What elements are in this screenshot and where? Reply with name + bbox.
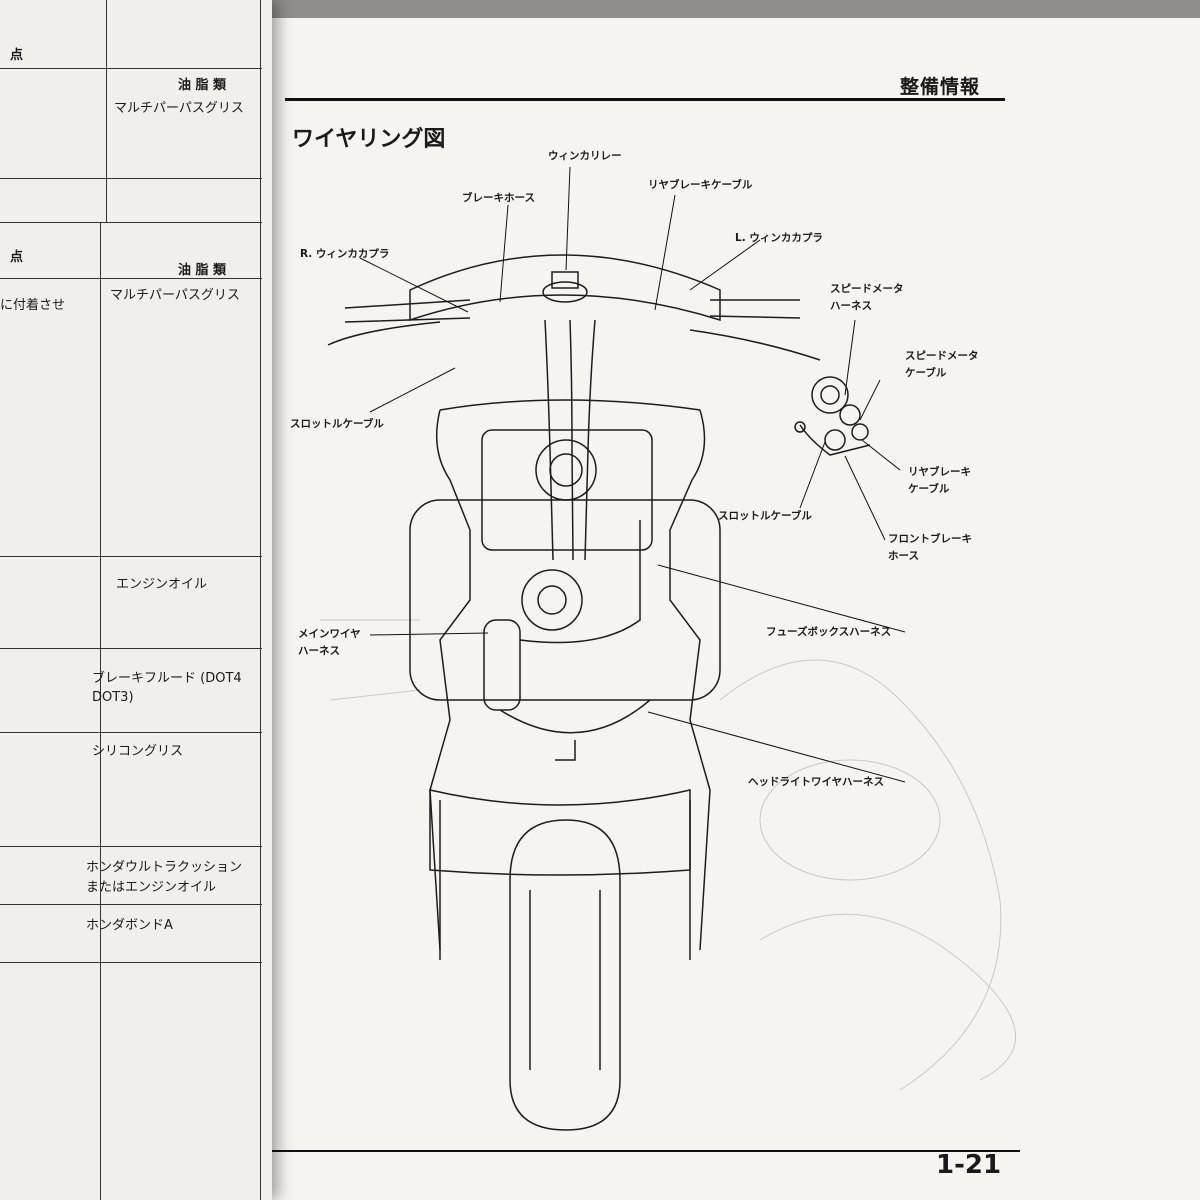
table-rule — [0, 962, 262, 963]
table-rule — [0, 278, 262, 279]
table-header-point: 点 — [10, 250, 24, 265]
table-rule — [0, 846, 262, 847]
table-cell: ホンダボンドA — [86, 918, 173, 933]
label-speedometer-harness-line1: スピードメータ — [830, 283, 904, 295]
lubricant-table: 点 油 脂 類 マルチパーパスグリス 点 油 脂 類 に付着させ マルチパーパス… — [0, 0, 268, 1200]
label-speedometer-cable-line2: ケーブル — [905, 367, 947, 379]
label-speedometer-cable-line1: スピードメータ — [905, 350, 979, 362]
label-fuse-box-harness: フューズボックスハーネス — [766, 626, 892, 638]
label-l-winker-coupler: L. ウィンカカプラ — [735, 232, 823, 244]
label-brake-hose: ブレーキホース — [462, 192, 535, 204]
section-title: 整備情報 — [900, 76, 981, 98]
label-headlight-wire-harness: ヘッドライトワイヤハーネス — [748, 776, 884, 788]
table-cell: ブレーキフルード (DOT4 — [92, 671, 242, 686]
page-number: 1-21 — [936, 1150, 1002, 1180]
left-page: 点 油 脂 類 マルチパーパスグリス 点 油 脂 類 に付着させ マルチパーパス… — [0, 0, 272, 1200]
label-speedometer-cable: スピードメータ ケーブル — [905, 348, 979, 382]
label-rear-brake-cable-right-line1: リヤブレーキ — [908, 466, 971, 478]
right-page — [262, 18, 1200, 1200]
table-rule — [0, 904, 262, 905]
label-speedometer-harness-line2: ハーネス — [830, 300, 872, 312]
scooter-drawing — [327, 254, 871, 1131]
leader-lines — [359, 166, 906, 783]
table-rule — [0, 178, 262, 179]
table-cell: に付着させ — [0, 298, 66, 313]
label-main-wire-harness-line2: ハーネス — [298, 645, 340, 657]
table-rule — [0, 648, 262, 649]
label-main-wire-harness-line1: メインワイヤ — [298, 628, 361, 640]
label-speedometer-harness: スピードメータ ハーネス — [830, 281, 904, 315]
label-winker-relay: ウィンカリレー — [548, 150, 622, 162]
bottom-rule — [258, 1150, 1020, 1152]
label-throttle-cable-right: スロットルケーブル — [718, 510, 812, 522]
page-title: ワイヤリング図 — [292, 127, 446, 152]
table-vline-bottom — [100, 222, 101, 1200]
label-r-winker-coupler: R. ウィンカカプラ — [300, 248, 390, 260]
label-throttle-cable-left: スロットルケーブル — [290, 418, 384, 430]
bleed-through — [320, 619, 1017, 1091]
table-cell: ホンダウルトラクッション — [86, 860, 243, 875]
table-header-lubricant: 油 脂 類 — [178, 263, 227, 278]
table-rule — [0, 732, 262, 733]
table-cell: DOT3) — [92, 690, 134, 705]
table-cell: マルチパーパスグリス — [110, 288, 240, 303]
table-vline-top — [106, 0, 107, 222]
label-front-brake-hose-line1: フロントブレーキ — [888, 533, 972, 545]
table-cell: シリコングリス — [92, 744, 184, 759]
table-cell: マルチパーパスグリス — [114, 101, 244, 116]
label-main-wire-harness: メインワイヤ ハーネス — [298, 626, 361, 660]
table-rule — [0, 556, 262, 557]
label-rear-brake-cable: リヤブレーキケーブル — [648, 179, 753, 191]
label-rear-brake-cable-right: リヤブレーキ ケーブル — [908, 464, 971, 498]
table-vline-right — [260, 0, 261, 1200]
table-cell: またはエンジンオイル — [86, 880, 217, 895]
label-front-brake-hose-line2: ホース — [888, 550, 919, 562]
label-rear-brake-cable-right-line2: ケーブル — [908, 483, 950, 495]
table-header-lubricant: 油 脂 類 — [178, 78, 227, 93]
title-rule — [285, 98, 1005, 101]
table-cell: エンジンオイル — [116, 577, 208, 592]
table-rule — [0, 68, 262, 69]
table-rule — [0, 222, 262, 223]
table-header-point: 点 — [10, 48, 24, 63]
label-front-brake-hose: フロントブレーキ ホース — [888, 531, 972, 565]
